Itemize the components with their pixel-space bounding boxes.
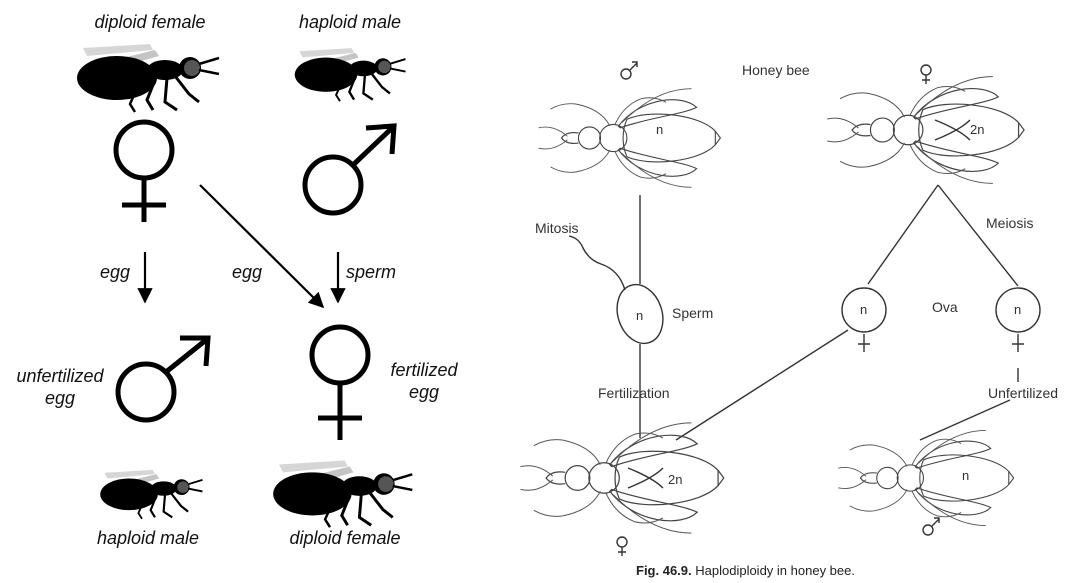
female-symbol-icon <box>858 334 870 352</box>
ovum-right-ploidy: n <box>1014 302 1021 317</box>
male-symbol-icon <box>621 62 637 79</box>
male-symbol-icon <box>118 338 208 420</box>
sperm-cell-ploidy: n <box>636 308 643 323</box>
honey-bee-title: Honey bee <box>742 62 810 78</box>
meiosis-lines <box>868 185 1018 286</box>
female-symbol-icon <box>116 122 172 222</box>
male-symbol-icon <box>923 518 939 535</box>
female-symbol-icon <box>617 537 627 556</box>
haploid-male-fly-icon <box>295 48 406 101</box>
fertilized-egg-label-2: egg <box>409 382 439 402</box>
sperm-tail <box>569 236 625 290</box>
egg-label-left: egg <box>100 262 130 282</box>
sperm-label: Sperm <box>672 305 713 321</box>
unfertilized-egg-label-1: unfertilized <box>16 366 104 386</box>
unfertilized-egg-label-2: egg <box>45 388 75 408</box>
top-female-ploidy: 2n <box>970 122 984 137</box>
honey-bee-queen-icon <box>827 77 1024 184</box>
unfertilized-label: Unfertilized <box>988 385 1058 401</box>
honey-bee-drone-icon <box>838 430 1013 525</box>
egg-label-cross: egg <box>232 262 262 282</box>
ovum-left-ploidy: n <box>860 302 867 317</box>
bottom-male-label: haploid male <box>97 528 199 548</box>
chromosome-cross-icon <box>935 120 970 140</box>
diploid-female-fly-icon <box>273 461 412 528</box>
bottom-female-label: diploid female <box>289 528 400 548</box>
haploid-male-fly-icon <box>100 470 202 519</box>
sperm-label: sperm <box>346 262 396 282</box>
fertilization-line-female <box>676 330 848 440</box>
male-symbol-icon <box>305 126 394 213</box>
female-symbol-icon <box>921 65 931 84</box>
ova-label: Ova <box>932 299 958 315</box>
bottom-female-ploidy: 2n <box>668 472 682 487</box>
chromosome-cross-icon <box>628 468 663 488</box>
honey-bee-drone-icon <box>539 89 721 188</box>
female-symbol-icon <box>312 327 368 440</box>
diploid-female-fly-icon <box>77 44 219 112</box>
egg-arrow-cross <box>200 185 323 307</box>
figure-caption: Fig. 46.9. Haplodiploidy in honey bee. <box>636 563 855 578</box>
top-male-label: haploid male <box>299 12 401 32</box>
unfertilized-line <box>920 368 1018 440</box>
meiosis-label: Meiosis <box>986 215 1033 231</box>
top-female-label: diploid female <box>94 12 205 32</box>
bottom-male-ploidy: n <box>962 468 969 483</box>
top-male-ploidy: n <box>656 122 663 137</box>
female-symbol-icon <box>1012 334 1024 352</box>
mitosis-label: Mitosis <box>535 220 579 236</box>
honey-bee-queen-icon <box>521 423 724 533</box>
fertilized-egg-label-1: fertilized <box>390 360 458 380</box>
fertilization-label: Fertilization <box>598 385 670 401</box>
